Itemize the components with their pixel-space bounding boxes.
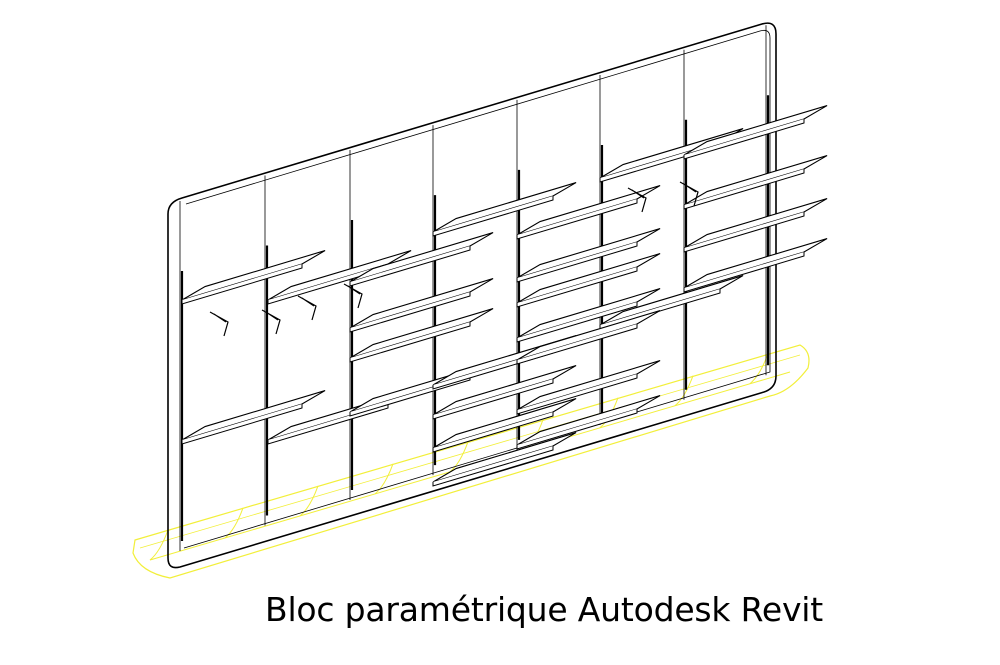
caption-text: Bloc paramétrique Autodesk Revit	[265, 590, 824, 629]
shelf-edge	[516, 409, 638, 450]
brackets	[209, 181, 699, 337]
shelf-edge	[349, 246, 471, 287]
shelf-edge	[432, 196, 554, 237]
shelf-edge	[516, 267, 638, 308]
base-rail-rib	[149, 529, 169, 561]
base-rail-rib	[299, 485, 319, 517]
bracket	[343, 283, 363, 309]
base-rail-line	[139, 354, 801, 549]
shelf-edge	[181, 404, 303, 445]
shelf	[683, 105, 828, 156]
base-rail-outline	[132, 344, 810, 579]
shelf	[599, 128, 744, 179]
shelf-edge	[516, 374, 638, 415]
shelf-edge	[683, 252, 805, 293]
base-rail-rib	[674, 375, 694, 407]
shelf	[516, 228, 661, 279]
shelf-edge	[683, 119, 805, 160]
wall-panel	[167, 22, 777, 569]
bracket	[209, 311, 229, 337]
shelf-edge	[516, 324, 638, 365]
shelves	[181, 105, 828, 487]
shelf-edge	[432, 446, 554, 487]
shelf-edge	[432, 412, 554, 453]
base-rail	[132, 344, 810, 579]
base-rail-rib	[374, 463, 394, 495]
shelf	[349, 232, 494, 283]
base-rail-rib	[749, 353, 769, 384]
shelf-edge	[683, 212, 805, 253]
bracket	[261, 309, 281, 335]
bracket	[627, 187, 647, 213]
shelf-edge	[349, 322, 471, 363]
shelf	[683, 155, 828, 206]
base-rail-rib	[224, 507, 244, 539]
bracket	[297, 295, 317, 321]
shelf	[267, 250, 412, 301]
shelf-edge	[432, 379, 554, 420]
shelf-edge	[181, 264, 303, 305]
shelf-edge	[349, 292, 471, 333]
bracket	[679, 181, 699, 207]
shelf	[683, 198, 828, 249]
base-rail-rib	[449, 441, 469, 473]
shelf-edge	[516, 302, 638, 343]
shelf-edge	[683, 169, 805, 210]
shelf-edge	[516, 242, 638, 283]
panel-outline	[167, 22, 777, 569]
shelf-edge	[516, 199, 638, 240]
shelf	[516, 185, 661, 236]
panel-inner-edge	[183, 29, 771, 549]
